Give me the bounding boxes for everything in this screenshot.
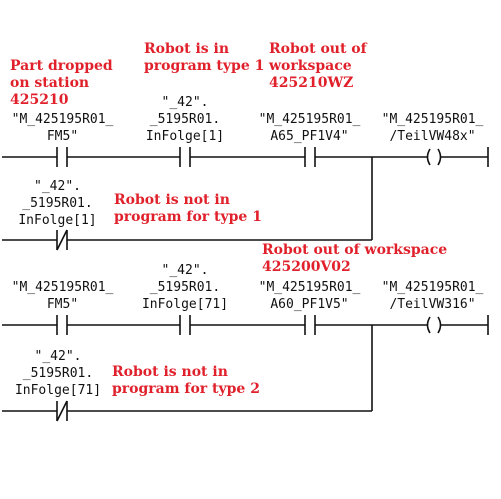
annotation-part-dropped: Part dropped on station 425210 [10,58,113,108]
rung-2-contact-infolge71 [179,315,191,335]
annotation-robot-not-type2: Robot is not in program for type 2 [112,364,260,397]
tag-r1-infolge1: "_42". _5195R01. InFolge[1] [145,95,225,144]
rung-1-contact-infolge1 [179,147,191,167]
annotation-robot-not-type1: Robot is not in program for type 1 [114,192,262,225]
tag-r2-coil: "M_425195R01_ /TeilVW316" [381,280,484,312]
rung-2-coil [426,316,442,334]
tag-r1-a65: "M_425195R01_ A65_PF1V4" [258,112,361,144]
annotation-robot-out-ws-1: Robot out of workspace 425210WZ [269,41,367,91]
rung-1-coil [426,148,442,166]
tag-r1-fm5: "M_425195R01_ FM5" [11,112,114,144]
annotation-robot-out-ws-2: Robot out of workspace 425200V02 [262,242,448,275]
tag-r2-infolge71: "_42". _5195R01. InFolge[71] [141,263,229,312]
tag-r1-coil: "M_425195R01_ /TeilVW48x" [381,112,484,144]
rung-1 [2,147,489,251]
rung-2 [2,315,489,422]
tag-r1-branch-infolge1: "_42". _5195R01. InFolge[1] [18,179,97,228]
rung-1-branch-nc-contact [56,229,68,251]
tag-r2-fm5: "M_425195R01_ FM5" [11,280,114,312]
rung-2-contact-fm5 [56,315,68,335]
annotation-robot-in-type1: Robot is in program type 1 [144,41,265,74]
tag-r2-a60: "M_425195R01_ A60_PF1V5" [258,280,361,312]
rung-2-branch-nc-contact [56,400,68,422]
rung-1-contact-fm5 [56,147,68,167]
tag-r2-branch-infolge71: "_42". _5195R01. InFolge[71] [14,349,102,398]
rung-2-contact-a60 [304,315,316,335]
rung-1-contact-a65 [304,147,316,167]
